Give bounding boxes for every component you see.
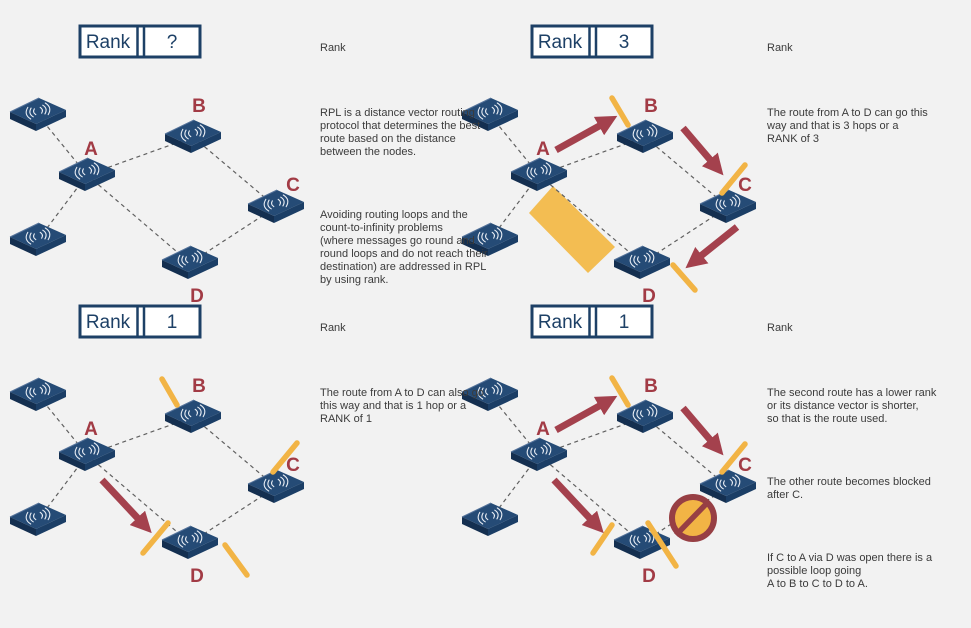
switch-icon — [510, 157, 568, 192]
mesh-links — [37, 394, 277, 544]
node-label-a: A — [536, 419, 550, 440]
switch-icon — [164, 119, 222, 154]
block-slashes — [140, 376, 300, 578]
node-label-a: A — [84, 139, 98, 160]
switch-icon — [9, 97, 67, 132]
node-label-b: B — [192, 96, 206, 117]
rank-box: Rank 3 — [530, 24, 654, 59]
node-label-d: D — [190, 566, 204, 587]
blocked-path-band — [529, 186, 615, 273]
node-label-b: B — [192, 376, 206, 397]
switch-icon — [161, 525, 219, 560]
notes-paragraph: If C to A via D was open there is a poss… — [767, 552, 933, 590]
switch-icon — [461, 502, 519, 537]
rank-box-value: 1 — [167, 312, 178, 333]
switch-icon — [510, 437, 568, 472]
route-arrows — [99, 477, 152, 534]
notes-paragraph: Avoiding routing loops and the count-to-… — [320, 209, 488, 286]
node-label-d: D — [642, 286, 656, 307]
notes-paragraph: The route from A to D can also go this w… — [320, 387, 484, 425]
notes-q3: Rank The route from A to D can also go t… — [320, 296, 484, 463]
node-label-c: C — [738, 455, 752, 476]
node-label-c: C — [738, 175, 752, 196]
quadrant-2: A B C D Rank 3 — [461, 24, 757, 307]
node-label-a: A — [536, 139, 550, 160]
no-entry-icon — [669, 494, 717, 542]
node-label-d: D — [190, 286, 204, 307]
notes-heading: Rank — [767, 322, 793, 334]
notes-q2: Rank The route from A to D can go this w… — [767, 16, 928, 183]
quadrant-1: A B C D Rank ? — [9, 24, 305, 307]
switch-icon — [9, 377, 67, 412]
switch-icon — [161, 245, 219, 280]
quadrant-3: A B C D Rank 1 — [9, 304, 305, 587]
rank-box-label: Rank — [86, 32, 131, 53]
notes-heading: Rank — [320, 42, 346, 54]
notes-heading: Rank — [767, 42, 793, 54]
notes-paragraph: RPL is a distance vector routing protoco… — [320, 107, 481, 158]
rank-box: Rank 1 — [530, 304, 654, 339]
rank-box-value: 3 — [619, 32, 630, 53]
node-label-a: A — [84, 419, 98, 440]
node-label-b: B — [644, 376, 658, 397]
rank-box: Rank 1 — [78, 304, 202, 339]
mesh-links — [37, 114, 277, 264]
switch-icon — [58, 437, 116, 472]
switch-icon — [613, 245, 671, 280]
switch-icon — [164, 399, 222, 434]
rank-box-label: Rank — [538, 32, 583, 53]
rank-box-label: Rank — [538, 312, 583, 333]
notes-paragraph: The second route has a lower rank or its… — [767, 387, 937, 425]
notes-paragraph: The other route becomes blocked after C. — [767, 476, 931, 501]
notes-paragraph: The route from A to D can go this way an… — [767, 107, 928, 145]
node-label-d: D — [642, 566, 656, 587]
rank-box-label: Rank — [86, 312, 131, 333]
switch-icon — [9, 222, 67, 257]
node-label-c: C — [286, 455, 300, 476]
route-arrows — [551, 395, 724, 534]
quadrant-4: A B C D Rank 1 — [461, 304, 757, 587]
node-label-c: C — [286, 175, 300, 196]
switch-icon — [58, 157, 116, 192]
node-label-b: B — [644, 96, 658, 117]
block-slashes — [609, 95, 748, 293]
rank-box-value: ? — [167, 32, 178, 53]
rank-box-value: 1 — [619, 312, 630, 333]
rank-box: Rank ? — [78, 24, 202, 59]
notes-heading: Rank — [320, 322, 346, 334]
block-slashes — [590, 375, 748, 569]
route-arrows — [554, 115, 740, 269]
switch-icon — [9, 502, 67, 537]
notes-q1: Rank RPL is a distance vector routing pr… — [320, 16, 488, 324]
notes-q4: Rank The second route has a lower rank o… — [767, 296, 936, 628]
